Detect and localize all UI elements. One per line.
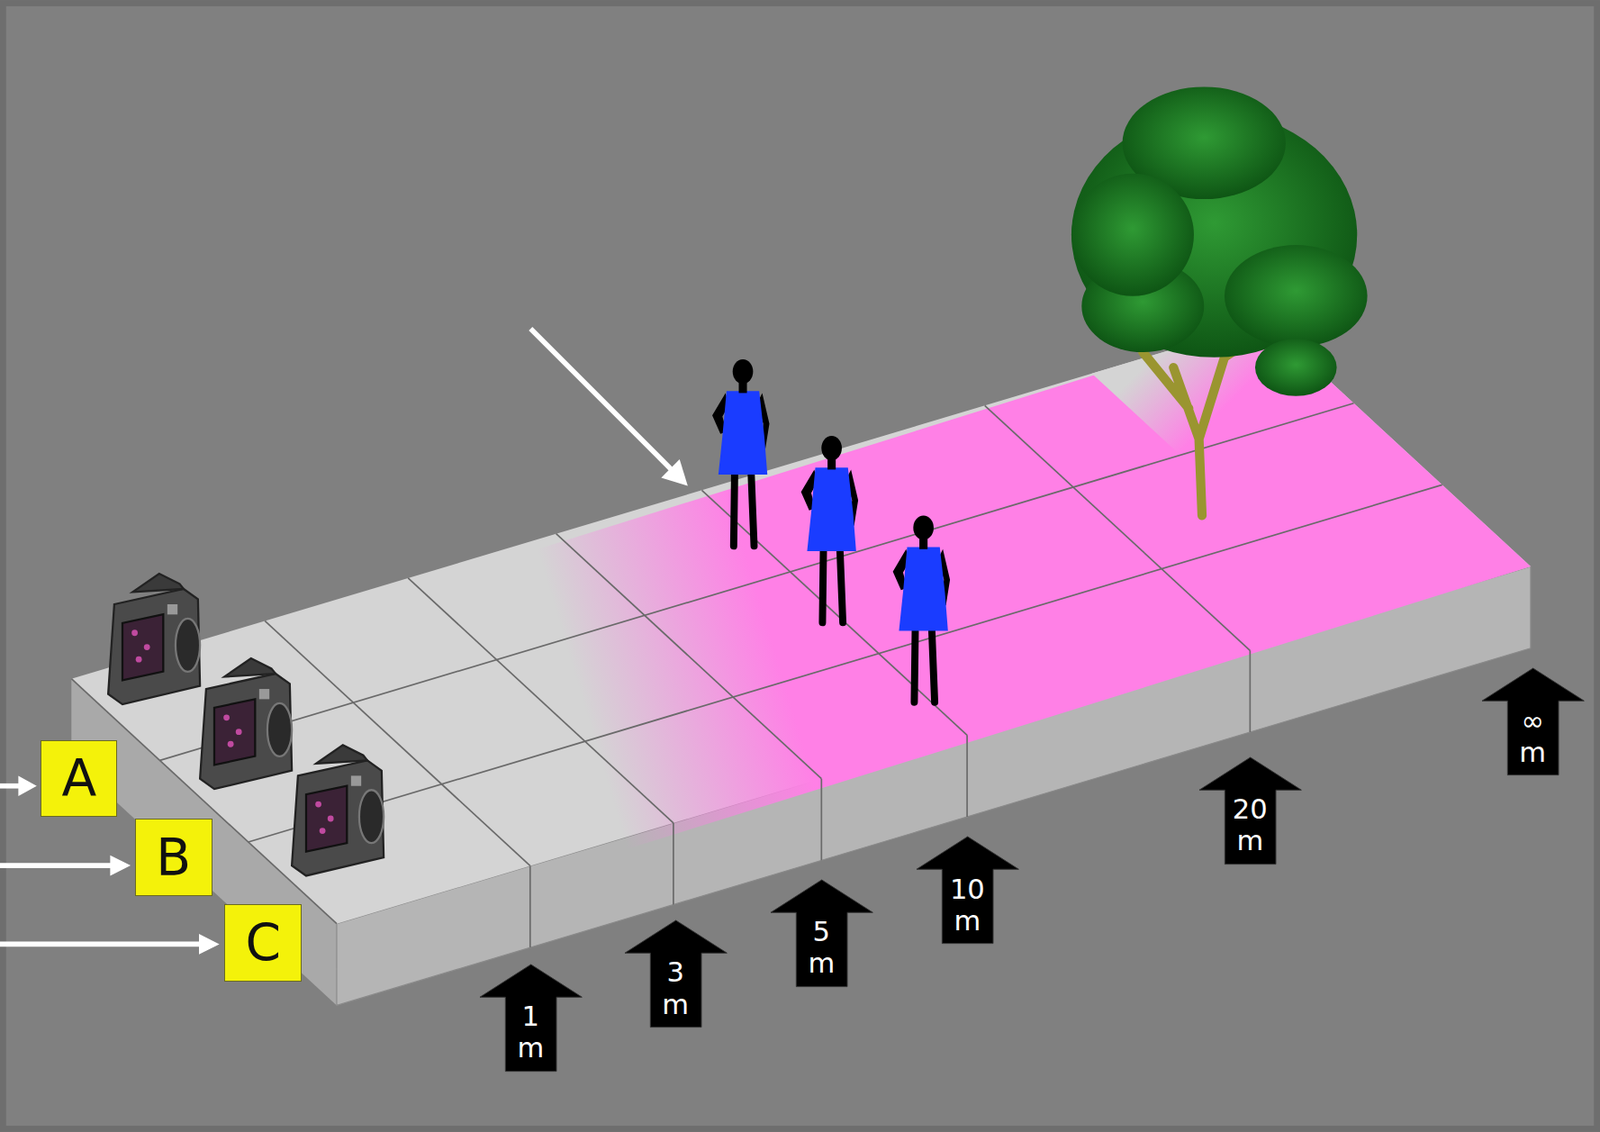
label-text: 1 m [516, 1000, 544, 1064]
label-text: A [61, 752, 97, 805]
grid-line [966, 734, 968, 817]
distance-marker: 3 m [624, 920, 727, 1028]
marker-shape [479, 964, 582, 1072]
grid-line [1248, 650, 1251, 733]
distance-marker: ∞ m [1482, 668, 1584, 776]
marker-shape [916, 836, 1019, 944]
grid-line [672, 822, 675, 905]
label-text: 10 m [949, 873, 986, 937]
marker-shape [770, 879, 873, 987]
grid-line [556, 533, 823, 779]
camera-label-box: C [224, 903, 302, 982]
grid-line [820, 778, 823, 861]
marker-shape [1199, 757, 1302, 865]
label-text: 5 m [807, 915, 835, 979]
distance-marker: 10 m [916, 836, 1019, 944]
label-text: ∞ m [1518, 705, 1546, 769]
label-text: 3 m [661, 956, 689, 1020]
grid-line [407, 578, 674, 823]
distance-marker: 20 m [1199, 757, 1302, 865]
label-text: 20 m [1232, 793, 1268, 857]
label-text: B [155, 831, 191, 884]
distance-marker: 1 m [479, 964, 582, 1072]
camera-label-box: B [135, 818, 213, 896]
distance-marker: 5 m [770, 879, 873, 987]
marker-shape [624, 920, 727, 1028]
camera-label-box: A [40, 740, 118, 817]
grid-line [985, 405, 1251, 651]
label-text: C [245, 917, 282, 969]
marker-shape [1482, 668, 1584, 776]
grid-line [529, 865, 532, 948]
